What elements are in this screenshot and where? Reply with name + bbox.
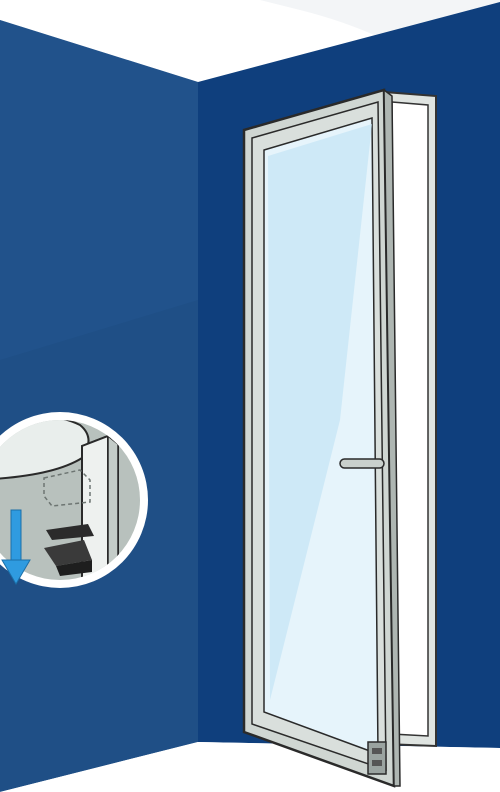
- door-handle-icon: [340, 459, 384, 468]
- door-leaf: [244, 90, 400, 786]
- hinge-icon: [368, 742, 386, 774]
